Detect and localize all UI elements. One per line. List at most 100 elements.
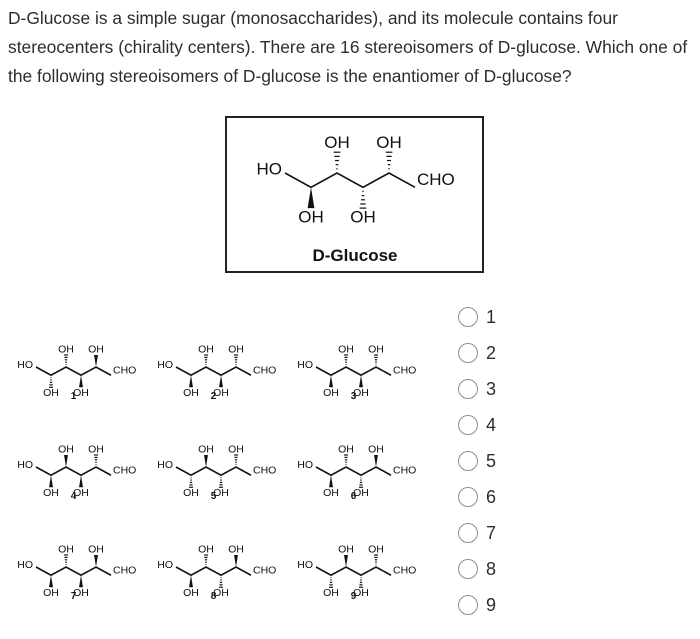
- carbon-chain: [175, 466, 252, 477]
- structure-number: 2: [211, 391, 217, 402]
- carbon-chain: [175, 566, 252, 577]
- hydroxyl-label: OH: [58, 543, 74, 555]
- hydroxyl-label: OH: [323, 387, 339, 399]
- wedge-bond: [94, 355, 98, 367]
- option-label: 2: [486, 342, 497, 363]
- aldehyde-label: CHO: [393, 565, 416, 577]
- hydroxyl-label: OH: [353, 487, 369, 499]
- radio-button[interactable]: [458, 559, 478, 579]
- wedge-bond: [79, 475, 83, 488]
- structure-number: 6: [351, 491, 357, 502]
- wedge-bond: [189, 575, 193, 588]
- aldehyde-label: CHO: [393, 465, 416, 477]
- option-label: 8: [486, 558, 497, 579]
- radio-button[interactable]: [458, 523, 478, 543]
- wedge-bond: [94, 555, 98, 567]
- option-4[interactable]: 4: [458, 410, 496, 440]
- structure-number: 4: [71, 491, 77, 502]
- aldehyde-label: CHO: [417, 170, 455, 189]
- radio-button[interactable]: [458, 487, 478, 507]
- structure-number: 7: [71, 591, 77, 602]
- hydroxyl-label: OH: [368, 543, 384, 555]
- hydroxyl-label: HO: [17, 559, 33, 571]
- hydroxyl-label: OH: [73, 587, 89, 599]
- wedge-bond: [49, 575, 53, 588]
- carbon-chain: [175, 366, 252, 377]
- wedge-bond: [49, 475, 53, 488]
- reference-caption: D-Glucose: [312, 246, 397, 265]
- option-2[interactable]: 2: [458, 338, 496, 368]
- structure-number: 3: [351, 391, 357, 402]
- hydroxyl-label: OH: [323, 587, 339, 599]
- wedge-bond: [344, 555, 348, 567]
- carbon-chain: [35, 366, 112, 377]
- wedge-bond: [204, 455, 208, 467]
- option-8[interactable]: 8: [458, 554, 496, 584]
- hydroxyl-label: HO: [157, 559, 173, 571]
- hydroxyl-label: OH: [183, 487, 199, 499]
- wedge-bond: [79, 575, 83, 588]
- carbon-chain: [315, 566, 392, 577]
- radio-button[interactable]: [458, 415, 478, 435]
- option-label: 3: [486, 378, 497, 399]
- option-9[interactable]: 9: [458, 590, 496, 620]
- aldehyde-label: CHO: [113, 565, 136, 577]
- wedge-bond: [359, 375, 363, 388]
- hydroxyl-label: OH: [338, 543, 354, 555]
- option-label: 7: [486, 522, 497, 543]
- radio-button[interactable]: [458, 451, 478, 471]
- structure-number: 1: [71, 391, 77, 402]
- hydroxyl-label: HO: [17, 459, 33, 471]
- radio-button[interactable]: [458, 343, 478, 363]
- hydroxyl-label: OH: [298, 208, 324, 227]
- hydroxyl-label: OH: [43, 387, 59, 399]
- hydroxyl-label: HO: [157, 359, 173, 371]
- hydroxyl-label: OH: [213, 487, 229, 499]
- aldehyde-label: CHO: [113, 465, 136, 477]
- radio-button[interactable]: [458, 307, 478, 327]
- radio-button[interactable]: [458, 595, 478, 615]
- option-1[interactable]: 1: [458, 302, 496, 332]
- hydroxyl-label: OH: [43, 487, 59, 499]
- carbon-chain: [35, 566, 112, 577]
- aldehyde-label: CHO: [253, 565, 276, 577]
- hydroxyl-label: OH: [353, 587, 369, 599]
- radio-button[interactable]: [458, 379, 478, 399]
- hydroxyl-label: OH: [228, 343, 244, 355]
- hydroxyl-label: OH: [183, 587, 199, 599]
- hydroxyl-label: OH: [324, 133, 350, 152]
- hydroxyl-label: OH: [43, 587, 59, 599]
- hydroxyl-label: OH: [338, 443, 354, 455]
- hydroxyl-label: OH: [198, 543, 214, 555]
- hydroxyl-label: OH: [198, 443, 214, 455]
- hydroxyl-label: OH: [228, 443, 244, 455]
- hydroxyl-label: OH: [368, 443, 384, 455]
- option-6[interactable]: 6: [458, 482, 496, 512]
- hydroxyl-label: HO: [297, 359, 313, 371]
- hydroxyl-label: OH: [88, 443, 104, 455]
- hydroxyl-label: OH: [213, 387, 229, 399]
- option-5[interactable]: 5: [458, 446, 496, 476]
- wedge-bond: [79, 375, 83, 388]
- option-label: 4: [486, 414, 497, 435]
- aldehyde-label: CHO: [393, 365, 416, 377]
- hydroxyl-label: OH: [350, 208, 376, 227]
- hydroxyl-label: OH: [213, 587, 229, 599]
- wedge-bond: [189, 375, 193, 388]
- hydroxyl-label: OH: [73, 487, 89, 499]
- option-7[interactable]: 7: [458, 518, 496, 548]
- carbon-chain: [315, 466, 392, 477]
- wedge-bond: [307, 187, 315, 209]
- option-3[interactable]: 3: [458, 374, 496, 404]
- carbon-chain: [35, 466, 112, 477]
